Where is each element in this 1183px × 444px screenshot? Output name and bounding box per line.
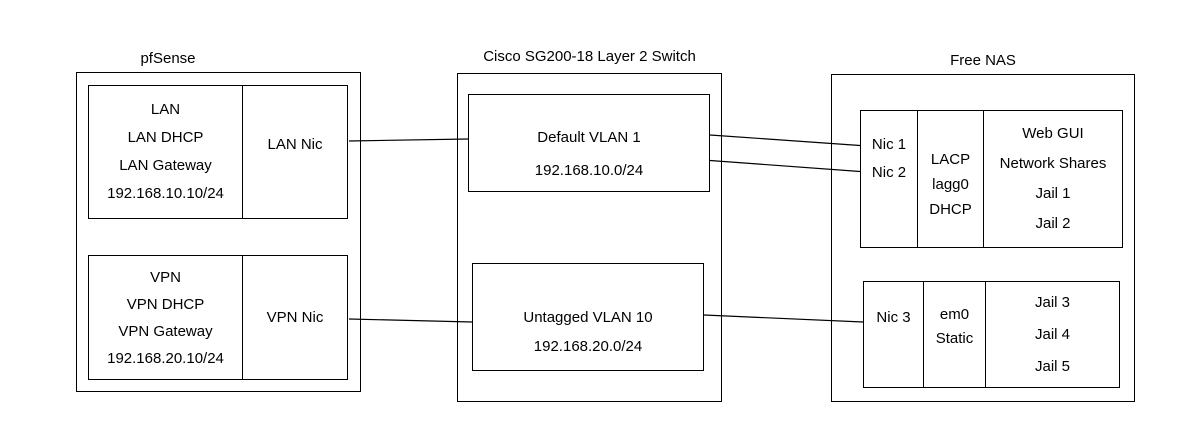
lan-nic-label: LAN Nic: [267, 136, 323, 153]
vpn-dhcp-label: VPN DHCP: [126, 295, 205, 313]
freenas-box: [831, 74, 1135, 402]
static-nics-cell: Nic 3: [864, 282, 924, 387]
lan-nic-cell: LAN Nic: [243, 86, 347, 218]
link-default-vlan1-to-nic1: [709, 134, 861, 147]
vpn-gateway-label: VPN Gateway: [118, 322, 213, 340]
link-vpn-nic-to-untagged-vlan10: [348, 318, 473, 323]
vpn-label: VPN: [150, 268, 181, 286]
link-lan-nic-to-default-vlan1: [348, 138, 469, 142]
nic1-label: Nic 1: [871, 136, 907, 153]
freenas-title: Free NAS: [950, 52, 1016, 69]
pfsense-vpn-box: VPN VPN DHCP VPN Gateway 192.168.20.10/2…: [88, 255, 348, 380]
jail5-label: Jail 5: [1034, 357, 1071, 375]
vlan10-subnet-label: 192.168.20.0/24: [533, 338, 643, 355]
lan-label: LAN: [150, 101, 181, 118]
lan-ip-label: 192.168.10.10/24: [107, 185, 224, 202]
dhcp-label: DHCP: [929, 200, 972, 218]
jail1-label: Jail 1: [1035, 185, 1071, 202]
lan-info-cell: LAN LAN DHCP LAN Gateway 192.168.10.10/2…: [89, 86, 243, 218]
lagg0-label: lagg0: [932, 175, 969, 193]
vpn-nic-cell: VPN Nic: [243, 256, 347, 379]
switch-title: Cisco SG200-18 Layer 2 Switch: [483, 48, 696, 65]
web-gui-label: Web GUI: [1022, 125, 1084, 142]
lagg-services-cell: Web GUI Network Shares Jail 1 Jail 2: [984, 111, 1122, 247]
freenas-static-box: Nic 3 em0 Static Jail 3 Jail 4 Jail 5: [863, 281, 1120, 388]
vpn-info-cell: VPN VPN DHCP VPN Gateway 192.168.20.10/2…: [89, 256, 243, 379]
vlan10-name-label: Untagged VLAN 10: [523, 309, 653, 326]
lagg-config-cell: LACP lagg0 DHCP: [918, 111, 984, 247]
network-shares-label: Network Shares: [999, 155, 1107, 172]
jail2-label: Jail 2: [1035, 215, 1071, 232]
nic3-label: Nic 3: [876, 308, 911, 326]
link-default-vlan1-to-nic2: [709, 159, 861, 173]
vpn-nic-label: VPN Nic: [266, 308, 324, 326]
switch-box: [457, 73, 722, 402]
lagg-nics-cell: Nic 1 Nic 2: [861, 111, 918, 247]
lan-dhcp-label: LAN DHCP: [127, 129, 204, 146]
pfsense-title: pfSense: [140, 50, 196, 67]
jail4-label: Jail 4: [1034, 325, 1071, 343]
vlan1-subnet-label: 192.168.10.0/24: [534, 161, 644, 179]
default-vlan1-box: Default VLAN 1 192.168.10.0/24: [468, 94, 710, 192]
vpn-ip-label: 192.168.20.10/24: [107, 349, 224, 367]
jail3-label: Jail 3: [1034, 293, 1071, 311]
pfsense-box: [76, 72, 361, 392]
lan-gateway-label: LAN Gateway: [119, 157, 212, 174]
static-services-cell: Jail 3 Jail 4 Jail 5: [986, 282, 1119, 387]
freenas-lagg-box: Nic 1 Nic 2 LACP lagg0 DHCP Web GUI Netw…: [860, 110, 1123, 248]
pfsense-lan-box: LAN LAN DHCP LAN Gateway 192.168.10.10/2…: [88, 85, 348, 219]
lacp-label: LACP: [930, 150, 971, 168]
untagged-vlan10-box: Untagged VLAN 10 192.168.20.0/24: [472, 263, 704, 371]
link-untagged-vlan10-to-nic3: [703, 314, 864, 323]
nic2-label: Nic 2: [871, 164, 907, 181]
static-label: Static: [935, 329, 974, 347]
vlan1-name-label: Default VLAN 1: [537, 128, 641, 146]
em0-label: em0: [939, 305, 970, 323]
static-config-cell: em0 Static: [924, 282, 986, 387]
